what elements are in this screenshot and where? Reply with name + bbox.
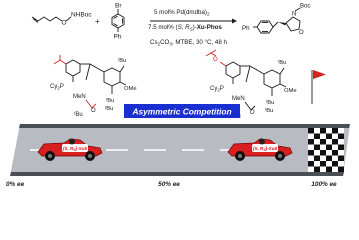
reaction-scheme: O NHBoc + Br Ph 5 mol% Pd(dmdba)2 7.5 mo… xyxy=(31,3,310,47)
marker-0-ee: 0% ee xyxy=(6,181,25,188)
svg-text:O: O xyxy=(250,110,255,116)
ee-markers: 0% ee 50% ee 100% ee xyxy=(6,181,337,188)
ligand-right: O Cy2P MeN ᵗBu O ᵗBu OMe ᵗBu ᵗBu xyxy=(205,49,297,120)
car-left-label: (S, RS)-Xu5 xyxy=(63,146,88,152)
car-right-label: (S, RS)-Xu6 xyxy=(253,146,278,152)
product-n: N xyxy=(292,12,296,18)
banner-title: Asymmetric Competition xyxy=(131,107,231,117)
reactant1-o: O xyxy=(62,20,67,27)
svg-text:O: O xyxy=(213,57,218,63)
condition-ligand: 7.5 mol% (S, RS)-Xu-Phos xyxy=(148,24,222,32)
product-isoxazolidine: Ph N O Boc xyxy=(242,4,310,37)
reactant1-nhboc: NHBoc xyxy=(71,12,92,19)
right-tbu-label: ᵗBu xyxy=(265,107,273,114)
right-men: MeN xyxy=(232,96,245,102)
left-cy2p: Cy2P xyxy=(50,84,64,91)
right-tbu-top: ᵗBu xyxy=(278,59,286,66)
figure-canvas: O NHBoc + Br Ph 5 mol% Pd(dmdba)2 7.5 mo… xyxy=(6,3,350,188)
marker-100-ee: 100% ee xyxy=(311,181,337,188)
race-track xyxy=(10,124,350,176)
marker-50-ee: 50% ee xyxy=(158,181,180,188)
ligand-left: Cy2P MeN ᵗBu O ᵗBu OMe ᵗBu ᵗBu xyxy=(50,55,137,118)
reactant2-br: Br xyxy=(115,3,122,10)
left-tbu-amide: ᵗBu xyxy=(74,111,83,118)
competition-banner: Asymmetric Competition xyxy=(124,104,240,118)
track-road xyxy=(10,124,350,176)
banner-background xyxy=(124,104,240,118)
left-tbu-label: ᵗBu xyxy=(105,105,113,112)
race-car-right: (S, RS)-Xu6 xyxy=(227,138,293,161)
condition-catalyst: 5 mol% Pd(dmdba)2 xyxy=(154,9,210,17)
race-car-left: (S, RS)-Xu5 xyxy=(37,138,103,161)
condition-base-solvent: Cs2CO3, MTBE, 30 °C, 48 h xyxy=(150,39,228,47)
product-boc: Boc xyxy=(300,4,310,10)
reactant-alkenyl-hydroxylamine: O NHBoc xyxy=(31,12,92,27)
reactant2-ph: Ph xyxy=(114,34,122,41)
reactant-bromobiphenyl: Br Ph xyxy=(111,3,125,41)
left-tbu-bottom: ᵗBu xyxy=(106,97,114,104)
left-ome: OMe xyxy=(124,86,137,92)
reaction-arrow xyxy=(150,18,237,24)
right-cy2p: Cy2P xyxy=(210,86,224,93)
product-o: O xyxy=(299,30,304,36)
svg-text:O: O xyxy=(91,108,96,114)
right-ome: OMe xyxy=(284,88,297,94)
left-tbu-top: ᵗBu xyxy=(118,57,126,64)
checkered-finish xyxy=(308,128,344,172)
plus-sign: + xyxy=(95,17,100,26)
finish-flag xyxy=(311,70,326,104)
left-men: MeN xyxy=(73,94,86,100)
right-tbu-bottom: ᵗBu xyxy=(266,99,274,106)
scheme-figure: O NHBoc + Br Ph 5 mol% Pd(dmdba)2 7.5 mo… xyxy=(6,3,350,188)
product-ph: Ph xyxy=(242,25,250,32)
